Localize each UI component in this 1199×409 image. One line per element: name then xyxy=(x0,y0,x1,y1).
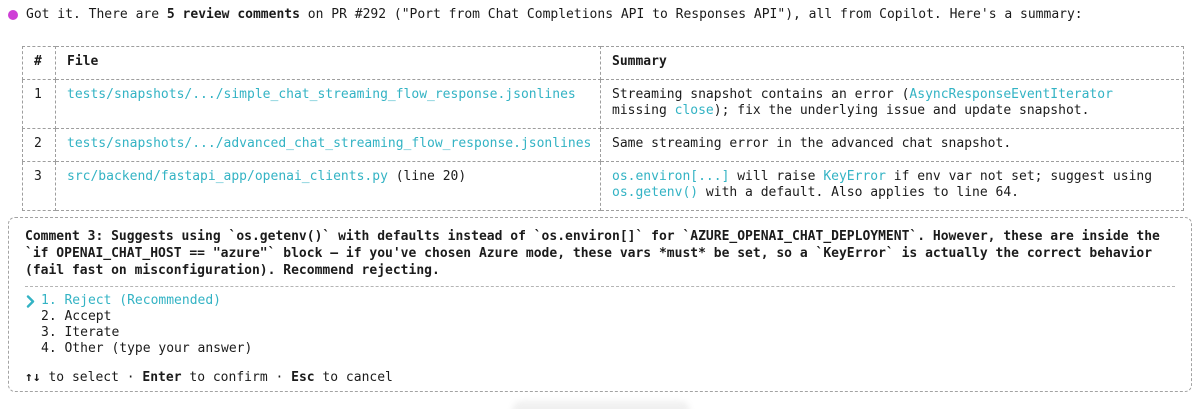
row-num: 1 xyxy=(22,79,56,129)
table-row: 3 src/backend/fastapi_app/openai_clients… xyxy=(22,161,1184,211)
option-iterate[interactable]: 3. Iterate xyxy=(25,325,1191,341)
table-header-row: # File Summary xyxy=(22,46,1184,80)
dialog-separator xyxy=(25,286,1175,287)
option-marker-empty xyxy=(25,309,41,325)
option-marker-empty xyxy=(25,325,41,341)
column-header-num: # xyxy=(22,46,56,80)
option-label: 3. Iterate xyxy=(41,325,120,340)
option-other[interactable]: 4. Other (type your answer) xyxy=(25,341,1191,357)
table-row: 1 tests/snapshots/.../simple_chat_stream… xyxy=(22,79,1184,129)
row-num: 3 xyxy=(22,161,56,211)
table-row: 2 tests/snapshots/.../advanced_chat_stre… xyxy=(22,128,1184,162)
options-list: 1. Reject (Recommended) 2. Accept 3. Ite… xyxy=(9,293,1191,357)
option-marker-empty xyxy=(25,341,41,357)
row-file-path: tests/snapshots/.../simple_chat_streamin… xyxy=(55,79,601,129)
option-accept[interactable]: 2. Accept xyxy=(25,309,1191,325)
column-header-summary: Summary xyxy=(600,46,1184,80)
option-label: 1. Reject (Recommended) xyxy=(41,293,222,308)
row-file-path: tests/snapshots/.../advanced_chat_stream… xyxy=(55,128,601,162)
row-num: 2 xyxy=(22,128,56,162)
bottom-cutoff-element xyxy=(512,401,690,409)
option-label: 2. Accept xyxy=(41,309,112,324)
chevron-right-icon xyxy=(25,293,41,309)
comment-analysis-text: Comment 3: Suggests using `os.getenv()` … xyxy=(25,229,1168,278)
row-summary: os.environ[...] will raise KeyError if e… xyxy=(600,161,1184,211)
review-comments-table: # File Summary 1 tests/snapshots/.../sim… xyxy=(22,46,1184,211)
assistant-message: Got it. There are 5 review comments on P… xyxy=(8,7,1083,23)
option-reject[interactable]: 1. Reject (Recommended) xyxy=(25,293,1191,309)
decision-prompt-dialog: Comment 3: Suggests using `os.getenv()` … xyxy=(8,217,1192,392)
row-summary: Same streaming error in the advanced cha… xyxy=(600,128,1184,162)
assistant-message-text: Got it. There are 5 review comments on P… xyxy=(26,7,1083,22)
row-summary: Streaming snapshot contains an error (As… xyxy=(600,79,1184,129)
option-label: 4. Other (type your answer) xyxy=(41,341,253,356)
assistant-bullet-icon xyxy=(8,10,18,20)
column-header-file: File xyxy=(55,46,601,80)
row-file-path: src/backend/fastapi_app/openai_clients.p… xyxy=(55,161,601,211)
keyboard-hint: ↑↓ to select · Enter to confirm · Esc to… xyxy=(25,370,393,385)
